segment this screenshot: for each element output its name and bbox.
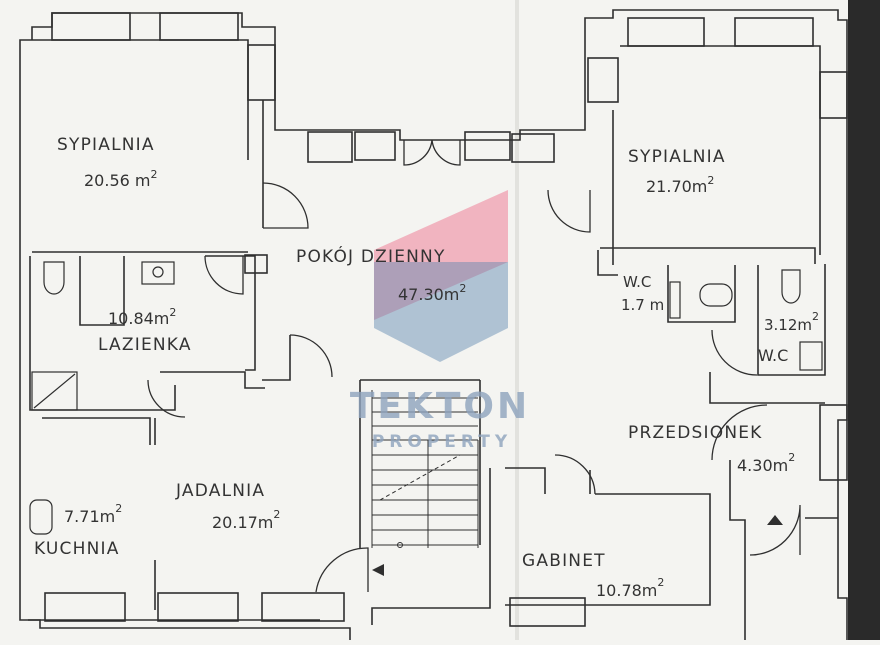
room-area-study: 10.78m2	[596, 576, 664, 600]
entrance-arrow-icon	[767, 515, 783, 525]
shower-tray-icon	[31, 371, 78, 411]
room-area-wc-small: 1.7 m	[621, 296, 664, 314]
room-area-bedroom-left: 20.56 m2	[84, 168, 157, 190]
room-area-bedroom-right: 21.70m2	[646, 174, 714, 196]
kitchen-sink-icon	[29, 499, 53, 535]
sink-icon	[141, 261, 175, 285]
scan-edge	[848, 0, 880, 640]
room-name-bedroom-left: SYPIALNIA	[57, 135, 155, 155]
room-name-wc-small: W.C	[623, 273, 651, 291]
room-area-living-room: 47.30m2	[398, 282, 466, 304]
room-name-kitchen: KUCHNIA	[34, 539, 120, 559]
room-name-living-room: POKÓJ DZIENNY	[296, 245, 446, 267]
fixtures	[29, 261, 823, 535]
stair-direction-arrow-icon	[372, 564, 384, 576]
room-area-vestibule: 4.30m2	[737, 451, 795, 475]
room-labels: SYPIALNIA 20.56 m2 SYPIALNIA 21.70m2 POK…	[34, 135, 819, 600]
sink-icon	[799, 341, 823, 371]
staircase	[371, 390, 479, 548]
room-name-wc-right: W.C	[758, 346, 788, 365]
toilet-icon	[43, 261, 65, 295]
room-name-vestibule: PRZEDSIONEK	[628, 423, 763, 443]
toilet-icon	[699, 283, 733, 307]
room-name-dining-room: JADALNIA	[175, 481, 265, 501]
walls	[19, 9, 848, 640]
room-area-dining-room: 20.17m2	[212, 508, 280, 532]
door-swings	[147, 139, 801, 593]
room-area-bathroom: 10.84m2	[108, 306, 176, 328]
room-area-kitchen: 7.71m2	[64, 502, 122, 526]
room-name-bathroom: LAZIENKA	[98, 335, 192, 355]
room-area-wc-right: 3.12m2	[764, 310, 819, 334]
watermark-brand: TEKTON	[350, 386, 530, 427]
room-name-study: GABINET	[522, 551, 606, 571]
toilet-icon	[781, 269, 801, 304]
watermark-logo: TEKTON PROPERTY	[350, 190, 530, 452]
watermark-sub: PROPERTY	[372, 432, 512, 452]
room-name-bedroom-right: SYPIALNIA	[628, 147, 726, 167]
